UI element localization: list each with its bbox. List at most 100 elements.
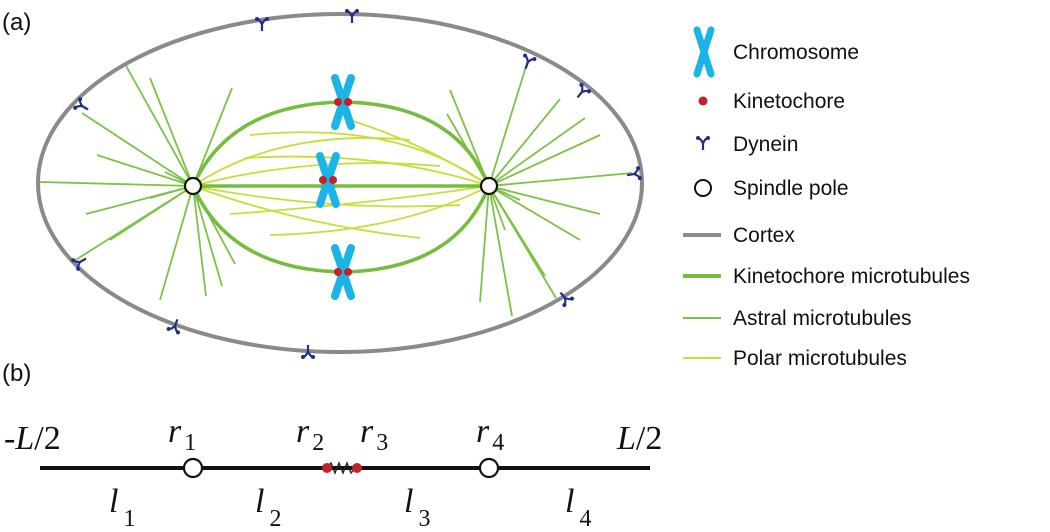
astral-microtubule	[192, 185, 207, 297]
dynein	[559, 291, 575, 308]
dynein	[626, 166, 642, 181]
dynein-motors	[71, 9, 642, 359]
kinetochore-microtubule	[191, 185, 344, 274]
dynein	[71, 257, 87, 271]
dynein	[301, 345, 315, 359]
kinetochore-microtubule	[342, 185, 491, 274]
spindle-pole-right	[479, 176, 499, 196]
dynein-foot	[355, 9, 359, 13]
dynein-foot	[706, 136, 710, 140]
astral-microtubule	[488, 117, 586, 187]
chromosome	[331, 74, 355, 130]
dynein-foot	[579, 82, 584, 87]
legend: Chromosome Kinetochore Dynein Spindle po…	[683, 26, 970, 370]
dynein-foot	[255, 17, 259, 21]
model-kinetochore-r3	[352, 463, 362, 473]
dynein-foot	[587, 89, 592, 94]
dynein	[166, 319, 180, 335]
chromosome-arm	[331, 244, 355, 300]
legend-label-cortex: Cortex	[733, 224, 795, 247]
dynein-foot	[532, 57, 537, 62]
dynein-stalk	[79, 257, 87, 263]
dynein	[523, 53, 537, 69]
chromosome-icon	[693, 26, 715, 78]
astral-microtubule	[159, 185, 194, 301]
cell-diagram	[36, 9, 644, 359]
right-end-label: L/2	[616, 420, 662, 457]
astral-microtubule	[488, 185, 581, 241]
chromosome	[316, 152, 340, 208]
dynein-foot	[71, 258, 76, 263]
astral-microtubule	[488, 59, 529, 187]
dynein-foot	[636, 166, 641, 171]
dynein-foot	[166, 326, 171, 331]
kinetochore	[334, 98, 342, 106]
polar-microtubule	[249, 131, 490, 187]
astral-microtubule	[124, 63, 194, 187]
dynein-stalk	[559, 291, 566, 299]
kinetochore-microtubules	[191, 100, 491, 274]
kinetochore	[334, 268, 342, 276]
dynein-stalk	[524, 61, 530, 69]
dynein-foot	[696, 136, 700, 140]
legend-label-polar-microtubules: Polar microtubules	[733, 347, 907, 370]
dynein	[255, 17, 269, 31]
kinetochore-microtubule	[342, 100, 491, 187]
astral-microtubule	[479, 185, 490, 303]
dynein-foot	[311, 355, 315, 359]
dynein-foot	[637, 176, 642, 181]
astral-microtubules	[39, 59, 633, 317]
astral-microtubule	[73, 185, 194, 262]
kinetochore	[329, 176, 337, 184]
kinetochore	[344, 98, 352, 106]
dynein-foot	[523, 53, 528, 58]
legend-label-astral-microtubules: Astral microtubules	[733, 307, 912, 330]
astral-microtubule	[488, 185, 601, 215]
model-pole-r4	[478, 457, 500, 479]
astral-microtubule	[39, 181, 194, 187]
spindle-pole-left	[183, 176, 203, 196]
kinetochore	[344, 268, 352, 276]
polar-microtubule	[349, 119, 490, 187]
polar-microtubule	[192, 162, 441, 187]
astral-microtubule	[149, 77, 194, 187]
astral-microtubule	[96, 154, 194, 187]
legend-label-kinetochore: Kinetochore	[733, 90, 845, 113]
chromosome-arm	[316, 152, 340, 208]
spring	[326, 461, 356, 475]
dynein-foot	[562, 303, 567, 308]
dynein-stalk	[173, 319, 179, 327]
dynein-foot	[73, 105, 78, 110]
dynein	[73, 97, 89, 111]
dynein-foot	[78, 97, 83, 102]
panel-a-label: (a)	[2, 9, 31, 36]
dynein-legend-glyph	[696, 136, 710, 150]
polar-microtubules	[192, 119, 490, 239]
dynein-foot	[175, 330, 180, 335]
legend-label-kinetochore-microtubules: Kinetochore microtubules	[733, 265, 970, 288]
astral-microtubule	[488, 185, 513, 317]
legend-label-chromosome: Chromosome	[733, 41, 859, 64]
polar-microtubule	[269, 185, 490, 236]
dynein-stalk	[576, 91, 583, 99]
left-end-label: -L/2	[4, 420, 61, 457]
spindle-pole-icon	[694, 179, 712, 197]
chromosomes	[316, 74, 355, 300]
kinetochore	[319, 176, 327, 184]
chromosome-arm	[331, 74, 355, 130]
dynein-icon	[696, 136, 710, 150]
legend-label-spindle-pole: Spindle pole	[733, 177, 849, 200]
polar-microtubule	[192, 185, 421, 239]
dynein-foot	[570, 296, 575, 301]
